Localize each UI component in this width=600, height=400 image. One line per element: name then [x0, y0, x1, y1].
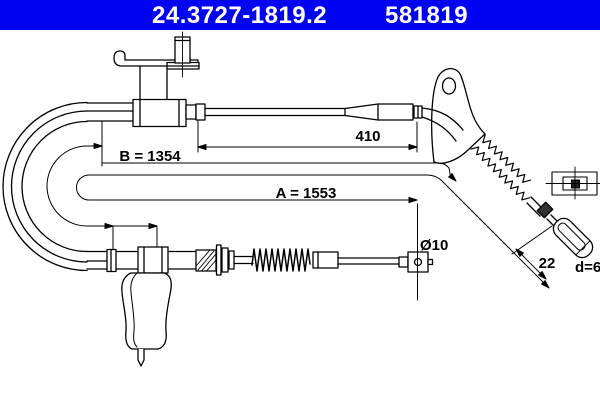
- abutment-bracket: [421, 67, 486, 164]
- part-number-primary: 24.3727-1819.2: [152, 2, 328, 29]
- cable-loop: [2, 101, 88, 272]
- label-dim-a: A = 1553: [276, 185, 337, 202]
- threaded-adjuster: [195, 244, 235, 276]
- label-barrel-diameter: d=6: [575, 259, 600, 276]
- cable-end-barrel: [526, 196, 594, 259]
- part-number-secondary: 581819: [385, 2, 469, 29]
- hanging-grip-bracket: [121, 272, 172, 367]
- label-dim-b: B = 1354: [119, 148, 181, 165]
- dimension-b: [46, 121, 457, 250]
- equalizer-eye-fitting: [407, 251, 434, 273]
- lower-bellows-boot: [251, 248, 311, 272]
- label-eye-diameter: Ø10: [420, 237, 448, 254]
- label-barrel-length: 22: [539, 255, 556, 272]
- dimension-22: [511, 225, 553, 280]
- top-clamp-block: [132, 98, 187, 128]
- top-cable-run: [86, 98, 423, 128]
- dimension-410: [197, 119, 418, 153]
- bottom-cable-run: [86, 244, 434, 276]
- detail-inset: [545, 166, 600, 200]
- dimension-a: [76, 174, 550, 301]
- label-dim-410: 410: [355, 128, 380, 145]
- top-mount-bracket: [113, 31, 200, 102]
- conduit-end-cap: [195, 103, 206, 121]
- part-number-header: 24.3727-1819.2 581819: [0, 0, 600, 30]
- bottom-clamp-block: [137, 246, 169, 274]
- upper-bellows-boot: [470, 134, 532, 201]
- bracket-hole: [441, 77, 457, 95]
